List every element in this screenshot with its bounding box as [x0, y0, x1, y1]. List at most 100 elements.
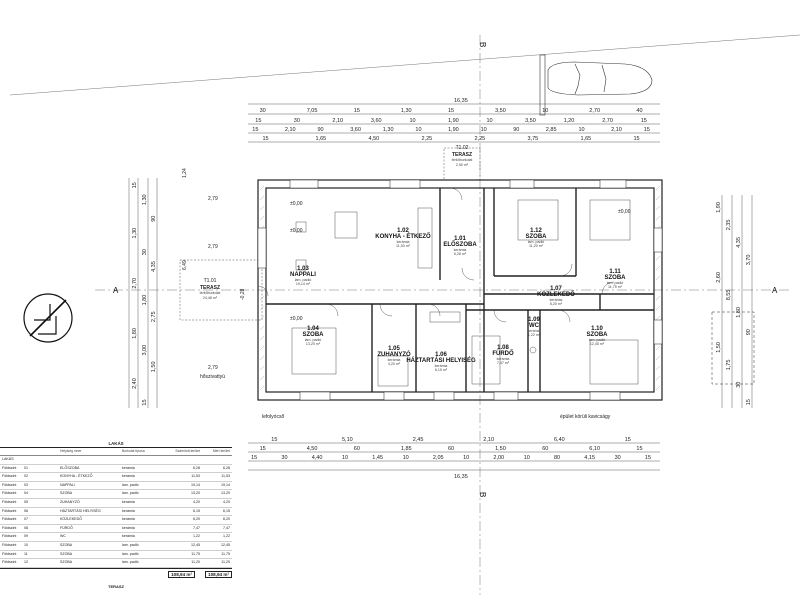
dim-label: 1,20 [564, 118, 575, 124]
section-a-left: A [113, 286, 119, 295]
room-area: 11,75 m² [608, 285, 623, 289]
terrace-top-sub: térkőburkolat [452, 158, 473, 162]
legend-cell: 11 [24, 551, 28, 556]
dim-label: 2,70 [589, 108, 600, 114]
dim-label: 30 [281, 455, 287, 461]
legend-cell: 12,45 [221, 542, 230, 547]
dim-label: 1,45 [372, 455, 383, 461]
legend-cell: SZOBA [60, 542, 73, 547]
dim-label: 1,50 [151, 361, 157, 372]
legend-cell: 4,20 [223, 499, 230, 504]
room-code: 1.03 [297, 266, 309, 272]
legend-cell: kerámia [122, 525, 135, 530]
dim-028: -0,28 [240, 288, 246, 300]
dim-top-overall: 16,35 [454, 98, 468, 104]
legend-header: Helyiség neve Burkolat típusa Számított … [0, 448, 232, 456]
room-name: SZOBA [526, 234, 548, 240]
dim-label: 1,80 [736, 307, 742, 318]
dim-label: 1,65 [316, 136, 327, 142]
dim-label: 10 [579, 127, 585, 133]
dim-label: 30 [142, 249, 148, 255]
legend-cell: 02 [24, 474, 28, 479]
legend-cell: 11,53 [191, 474, 200, 479]
legend-cell: HÁZTARTÁSI HELYISÉG [60, 508, 101, 513]
dim-label: 15 [263, 136, 269, 142]
legend-cell: Földszint [2, 551, 17, 556]
room-name: ZUHANYZÓ [377, 350, 411, 358]
room-code: 1.09 [528, 317, 540, 323]
legend-cell: 1,22 [193, 534, 200, 539]
dim-label: 2,45 [413, 437, 424, 443]
dim-label: 3,70 [746, 255, 752, 266]
legend-cell: 19,14 [221, 482, 230, 487]
legend-cell: 04 [24, 491, 28, 496]
dim-label: 2,10 [332, 118, 343, 124]
terrace-top-area: 2,50 m² [456, 163, 469, 167]
dim-279-a: 2,79 [208, 196, 218, 202]
dim-label: 1,75 [726, 360, 732, 371]
legend-cell: lam. padló [122, 491, 139, 496]
room-area: 6,20 m² [550, 302, 563, 306]
legend-cell: kerámia [122, 517, 135, 522]
section-b-top: B [478, 42, 487, 47]
room-code: 1.05 [388, 346, 400, 352]
dim-label: 10 [481, 127, 487, 133]
room-code: 1.01 [454, 236, 466, 242]
legend-spacer [48, 465, 60, 473]
dim-label: 90 [318, 127, 324, 133]
room-code: 1.08 [497, 345, 509, 351]
legend-cell: Földszint [2, 560, 17, 565]
room-area: 6,15 m² [435, 368, 448, 372]
room-finish: lam. padló [589, 338, 606, 342]
level-mark-3: ±0,00 [290, 316, 303, 322]
top-dimensions [248, 103, 660, 143]
right-dimensions [721, 195, 753, 408]
dim-label: 2,10 [285, 127, 296, 133]
room-area: 11,20 m² [529, 244, 544, 248]
terrace-left-code: T1.01 [204, 278, 217, 284]
dim-279-b: 2,79 [208, 244, 218, 250]
legend-cell: 6,28 [223, 465, 230, 470]
dim-label: 4,35 [151, 261, 157, 272]
dim-label: 15 [271, 437, 277, 443]
room-area: 19,14 m² [296, 282, 311, 286]
legend-footer: TERASZ [108, 583, 124, 589]
legend-cell: 6,20 [193, 517, 200, 522]
legend-cell: lam. padló [122, 560, 139, 565]
note-left: hőszivattyú [200, 374, 225, 380]
dim-label: 2,85 [546, 127, 557, 133]
legend-cell: SZOBA [60, 491, 73, 496]
site-lines [9, 34, 800, 595]
legend-cell: 6,15 [223, 508, 230, 513]
legend-cell: 6,20 [223, 517, 230, 522]
dim-label: 1,50 [716, 342, 722, 353]
dim-label: 1,80 [142, 295, 148, 306]
dim-label: 1,65 [581, 136, 592, 142]
room-code: 1.02 [397, 228, 409, 234]
room-finish: kerámia [454, 248, 467, 252]
dim-649: 6,49 [182, 260, 188, 270]
legend-spacer [48, 508, 60, 516]
dim-label: 40 [636, 108, 642, 114]
legend-cell: 7,47 [193, 525, 200, 530]
dim-label: 2,35 [726, 220, 732, 231]
legend-cell: 05 [24, 499, 28, 504]
dim-label: 1,30 [132, 228, 138, 239]
